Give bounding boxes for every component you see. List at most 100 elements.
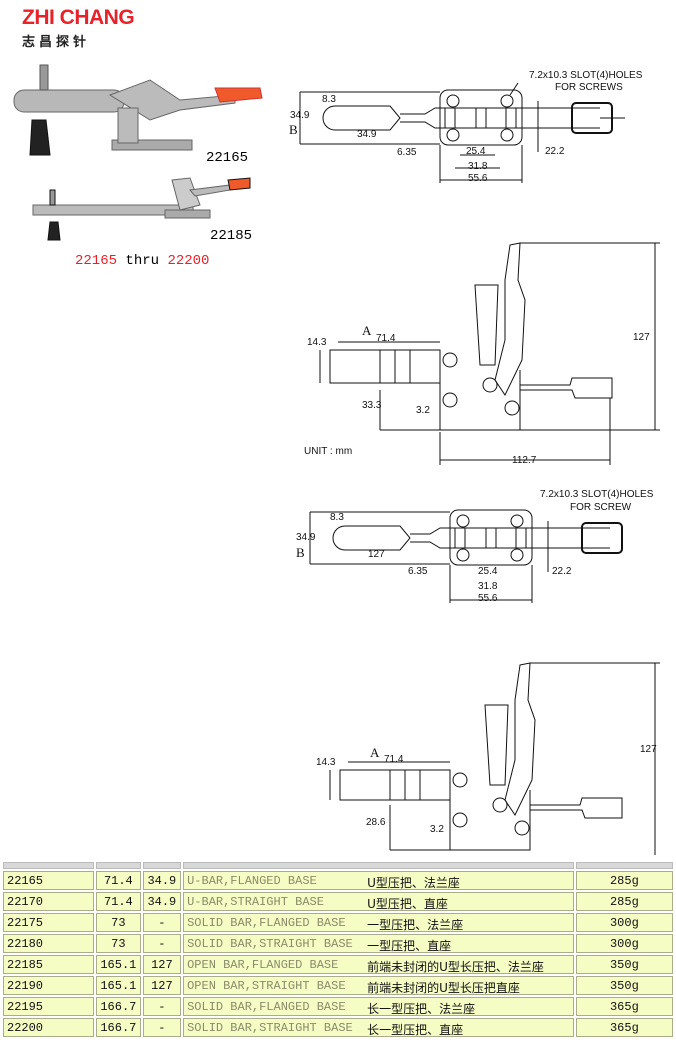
table-header xyxy=(3,862,673,869)
weight-cell: 350g xyxy=(575,955,673,974)
dim-label: 14.3 xyxy=(307,337,327,348)
dim-label: 6.35 xyxy=(408,566,428,577)
description-cell: SOLID BAR,STRAIGHT BASE 一型压把、直座 xyxy=(183,934,574,953)
description-cn: U型压把、直座 xyxy=(367,896,448,911)
model-cell: 22170 xyxy=(3,892,95,911)
dim-label-b: B xyxy=(289,122,298,137)
slot-note-2: FOR SCREWS xyxy=(555,82,623,93)
dim-label: 71.4 xyxy=(384,754,404,765)
dim-label: 25.4 xyxy=(466,146,486,157)
dim-label-a: A xyxy=(370,745,380,760)
model-cell: 22180 xyxy=(3,934,95,953)
dim-label: 34.9 xyxy=(296,532,316,543)
slot-note-2: FOR SCREW xyxy=(570,502,632,513)
dim-label: 8.3 xyxy=(322,94,336,105)
description-cn: 一型压把、法兰座 xyxy=(367,917,464,932)
model-cell: 22195 xyxy=(3,997,95,1016)
dim-label: 31.8 xyxy=(478,581,498,592)
dim-label: 127 xyxy=(633,332,650,343)
description-cell: U-BAR,FLANGED BASE U型压把、法兰座 xyxy=(183,871,574,890)
dim-b-cell: - xyxy=(142,1018,182,1037)
dim-a-cell: 71.4 xyxy=(96,871,141,890)
technical-drawings xyxy=(13,64,660,855)
description-en: SOLID BAR,FLANGED BASE xyxy=(187,999,346,1014)
clamp-photo-22185 xyxy=(32,177,251,241)
description-cell: OPEN BAR,FLANGED BASE 前端未封闭的U型长压把、法兰座 xyxy=(183,955,574,974)
weight-cell: 285g xyxy=(575,871,673,890)
logo: ZHI CHANG 志昌探针 xyxy=(22,6,135,50)
dim-label: 3.2 xyxy=(430,824,444,835)
dim-label: 3.2 xyxy=(416,405,430,416)
description-en: SOLID BAR,STRAIGHT BASE xyxy=(187,936,353,951)
dim-label: 33.3 xyxy=(362,400,382,411)
dim-b-cell: - xyxy=(142,997,182,1016)
dim-b-cell: 34.9 xyxy=(142,871,182,890)
description-cn: U型压把、法兰座 xyxy=(367,875,460,890)
dim-label: 55.6 xyxy=(478,593,498,604)
description-en: OPEN BAR,STRAIGHT BASE xyxy=(187,978,346,993)
description-cn: 一型压把、直座 xyxy=(367,938,452,953)
clamp-photo-22165 xyxy=(13,64,263,156)
dim-a-cell: 73 xyxy=(96,934,141,953)
description-cell: U-BAR,STRAIGHT BASE U型压把、直座 xyxy=(183,892,574,911)
dim-label: 22.2 xyxy=(545,146,565,157)
description-en: U-BAR,FLANGED BASE xyxy=(187,873,317,888)
dim-a-cell: 73 xyxy=(96,913,141,932)
model-cell: 22175 xyxy=(3,913,95,932)
description-en: U-BAR,STRAIGHT BASE xyxy=(187,894,324,909)
weight-cell: 365g xyxy=(575,1018,673,1037)
dim-label: 28.6 xyxy=(366,817,386,828)
description-en: SOLID BAR,STRAIGHT BASE xyxy=(187,1020,353,1035)
description-cn: 前端未封闭的U型长压把、法兰座 xyxy=(367,959,544,974)
photo-label-22185: 22185 xyxy=(210,228,253,244)
dim-label: 25.4 xyxy=(478,566,498,577)
unit-label: UNIT : mm xyxy=(304,446,353,457)
dim-label: 14.3 xyxy=(316,757,336,768)
dim-label-b: B xyxy=(296,545,305,560)
dim-label: 127 xyxy=(368,549,385,560)
logo-chinese: 志昌探针 xyxy=(22,35,91,50)
dim-a-cell: 166.7 xyxy=(96,997,141,1016)
dim-b-cell: 127 xyxy=(142,955,182,974)
model-cell: 22190 xyxy=(3,976,95,995)
range-from: 22165 xyxy=(75,253,118,269)
slot-note: 7.2x10.3 SLOT(4)HOLES xyxy=(540,489,654,500)
weight-cell: 300g xyxy=(575,913,673,932)
range-word: thru xyxy=(125,253,160,269)
dim-label: 127 xyxy=(640,744,657,755)
dim-b-cell: 127 xyxy=(142,976,182,995)
top-view-drawing-1 xyxy=(299,82,625,183)
dim-label: 8.3 xyxy=(330,512,344,523)
dim-label: 71.4 xyxy=(376,333,396,344)
dim-a-cell: 71.4 xyxy=(96,892,141,911)
dim-label: 34.9 xyxy=(290,110,310,121)
logo-text: ZHI CHANG xyxy=(22,6,135,29)
dim-label: 22.2 xyxy=(552,566,572,577)
photo-label-22165: 22165 xyxy=(206,150,249,166)
model-cell: 22200 xyxy=(3,1018,95,1037)
weight-cell: 365g xyxy=(575,997,673,1016)
side-view-drawing-2 xyxy=(329,662,660,855)
dim-label: 112.7 xyxy=(512,455,537,466)
dim-label: 55.6 xyxy=(468,173,488,184)
description-en: OPEN BAR,FLANGED BASE xyxy=(187,957,339,972)
dim-b-cell: - xyxy=(142,934,182,953)
weight-cell: 285g xyxy=(575,892,673,911)
dim-label: 31.8 xyxy=(468,161,488,172)
dim-b-cell: - xyxy=(142,913,182,932)
dim-a-cell: 165.1 xyxy=(96,976,141,995)
model-range: 22165 thru 22200 xyxy=(75,253,209,269)
weight-cell: 350g xyxy=(575,976,673,995)
